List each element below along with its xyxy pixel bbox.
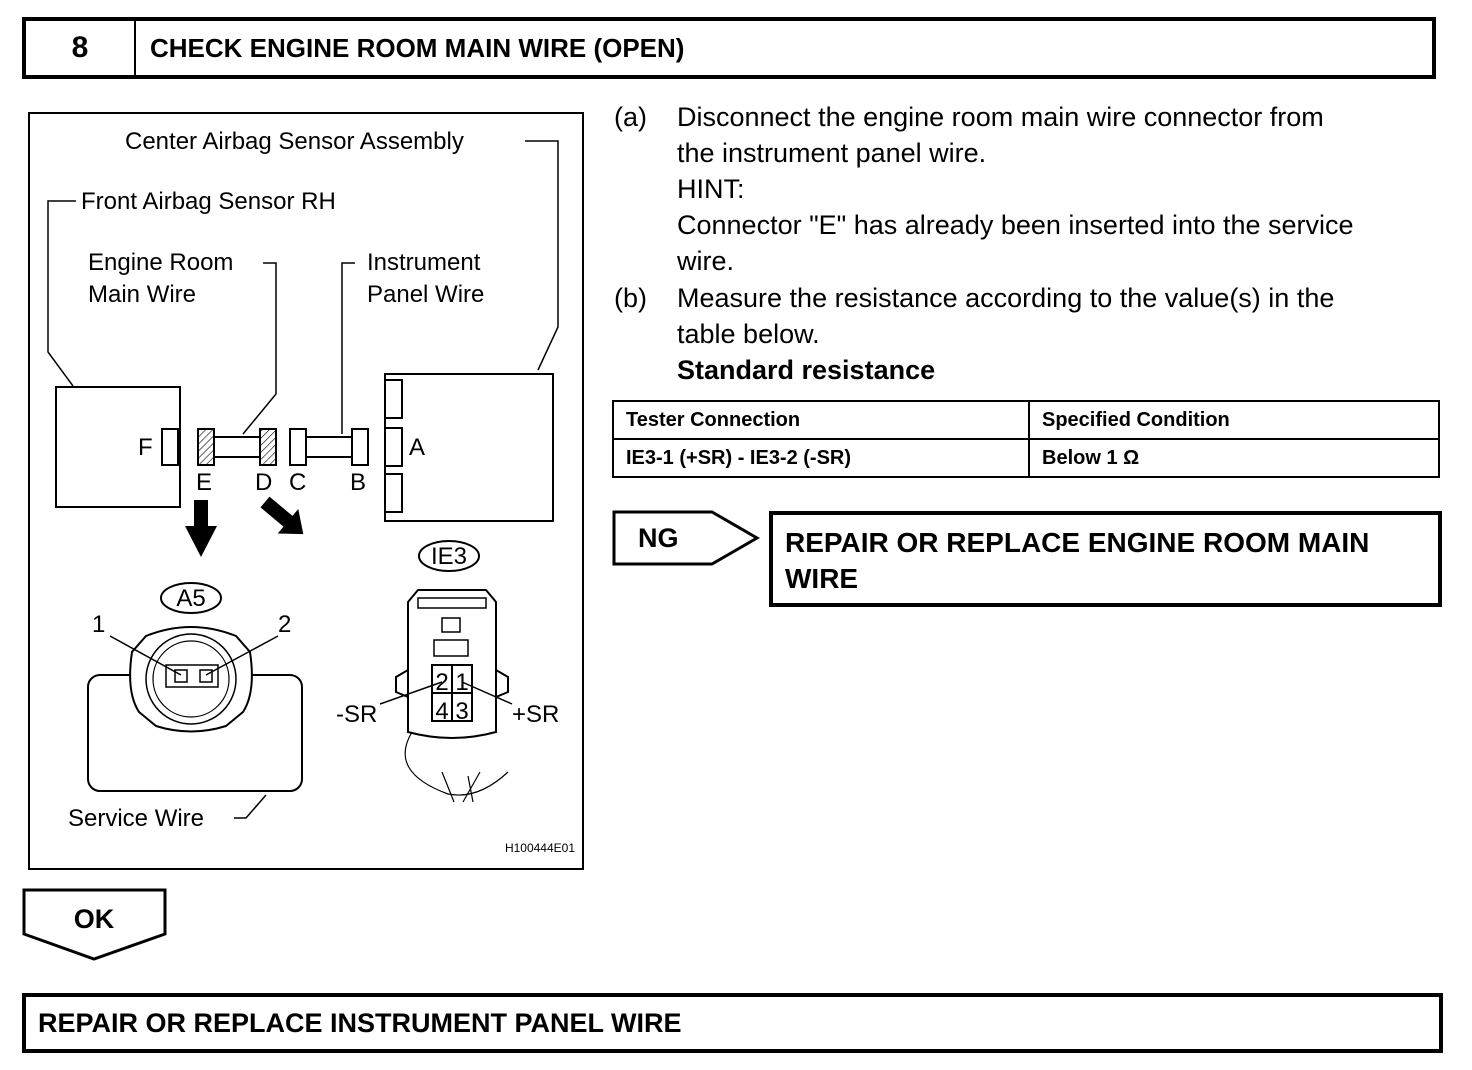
ie3-top-rail — [417, 597, 487, 609]
hint-line-2: wire. — [677, 246, 735, 276]
a5-pin-1-leader — [109, 635, 182, 676]
engine-room-wire-label-2: Main Wire — [88, 281, 196, 308]
instrument-panel-leader — [341, 262, 355, 434]
step-b-label: (b) — [614, 283, 647, 313]
connector-c-label: C — [289, 469, 306, 496]
a5-pin-1-shape — [174, 669, 188, 683]
a5-pin-2-label: 2 — [278, 611, 291, 638]
step-b-line-1: Measure the resistance according to the … — [677, 283, 1335, 313]
final-action-text: REPAIR OR REPLACE INSTRUMENT PANEL WIRE — [38, 1007, 682, 1038]
table-row: IE3-1 (+SR) - IE3-2 (-SR) Below 1 Ω — [612, 438, 1440, 478]
engine-room-leader — [242, 262, 277, 435]
ok-label: OK — [74, 904, 115, 934]
plus-sr-leader — [461, 681, 513, 705]
center-sensor-port-3 — [384, 473, 403, 513]
hint-line-1: Connector "E" has already been inserted … — [677, 210, 1354, 240]
ng-label: NG — [638, 523, 679, 553]
ie3-label: IE3 — [431, 543, 467, 570]
ng-arrow-icon — [612, 510, 760, 566]
connector-a-shape — [384, 427, 403, 467]
connector-c-shape — [289, 428, 307, 466]
connector-e-shape — [197, 428, 215, 466]
step-b-line-2: table below. — [677, 319, 820, 349]
front-airbag-sensor-label: Front Airbag Sensor RH — [81, 188, 336, 215]
table-header: Specified Condition — [1028, 400, 1440, 440]
connector-e-label: E — [196, 469, 212, 496]
a5-label: A5 — [176, 585, 205, 612]
connector-a-label: A — [409, 434, 425, 461]
step-a-line-2: the instrument panel wire. — [677, 138, 987, 168]
connector-f-shape — [161, 428, 179, 466]
a5-callout-oval — [160, 582, 222, 614]
center-airbag-sensor-box — [384, 373, 554, 522]
table-cell: Below 1 Ω — [1028, 438, 1440, 478]
ie3-pin-3: 3 — [455, 698, 468, 725]
step-a-label: (a) — [614, 102, 647, 132]
connector-d-label: D — [255, 469, 272, 496]
a5-pin-1-label: 1 — [92, 611, 105, 638]
a5-pin-2-shape — [199, 669, 213, 683]
arrow-down-icon — [185, 500, 217, 557]
service-wire-label: Service Wire — [68, 805, 204, 832]
service-wire-leader — [234, 794, 267, 819]
wiring-diagram: Center Airbag Sensor Assembly Front Airb… — [28, 112, 584, 870]
connector-b-shape — [351, 428, 369, 466]
standard-resistance-heading: Standard resistance — [677, 355, 936, 385]
table-header: Tester Connection — [612, 400, 1030, 440]
a5-pin-2-leader — [205, 635, 279, 676]
ok-arrow-icon — [22, 888, 167, 961]
hint-label: HINT: — [677, 174, 745, 204]
table-cell: IE3-1 (+SR) - IE3-2 (-SR) — [612, 438, 1030, 478]
ok-arrow: OK — [22, 888, 167, 961]
step-header: 8 CHECK ENGINE ROOM MAIN WIRE (OPEN) — [22, 17, 1436, 79]
minus-sr-leader — [379, 681, 443, 705]
ng-action-box: REPAIR OR REPLACE ENGINE ROOM MAIN WIRE — [769, 511, 1442, 607]
table-header-row: Tester Connection Specified Condition — [612, 400, 1440, 440]
a5-outer-ring — [145, 633, 237, 725]
ng-arrow: NG — [612, 510, 760, 566]
ie3-harness — [404, 731, 509, 796]
final-action-box: REPAIR OR REPLACE INSTRUMENT PANEL WIRE — [22, 993, 1443, 1053]
ie3-wires — [441, 771, 481, 803]
step-number: 8 — [26, 21, 136, 75]
plus-sr-label: +SR — [512, 701, 559, 728]
engine-room-wire-label-1: Engine Room — [88, 249, 233, 276]
connector-f-label: F — [138, 434, 153, 461]
instrument-panel-label-1: Instrument — [367, 249, 481, 276]
front-airbag-sensor-box — [55, 386, 181, 508]
ie3-key — [433, 639, 469, 657]
connector-b-label: B — [350, 469, 366, 496]
front-sensor-leader — [47, 200, 76, 387]
ie3-latch — [441, 617, 461, 633]
connector-d-shape — [259, 428, 277, 466]
resistance-table: Tester Connection Specified Condition IE… — [612, 400, 1440, 478]
instrument-panel-wire-segment — [305, 436, 353, 458]
minus-sr-label: -SR — [336, 701, 377, 728]
step-a-line-1: Disconnect the engine room main wire con… — [677, 102, 1324, 132]
figure-id: H100444E01 — [505, 841, 575, 855]
center-sensor-port-1 — [384, 379, 403, 419]
center-sensor-leader — [525, 140, 559, 371]
step-title: CHECK ENGINE ROOM MAIN WIRE (OPEN) — [150, 32, 685, 63]
instrument-panel-label-2: Panel Wire — [367, 281, 484, 308]
arrow-diagonal-icon — [260, 496, 304, 535]
ie3-pin-4: 4 — [435, 698, 448, 725]
center-airbag-sensor-label: Center Airbag Sensor Assembly — [125, 128, 464, 155]
engine-room-wire-segment — [213, 436, 261, 458]
a5-inner-ring — [152, 640, 230, 718]
ie3-callout-oval — [418, 540, 480, 572]
